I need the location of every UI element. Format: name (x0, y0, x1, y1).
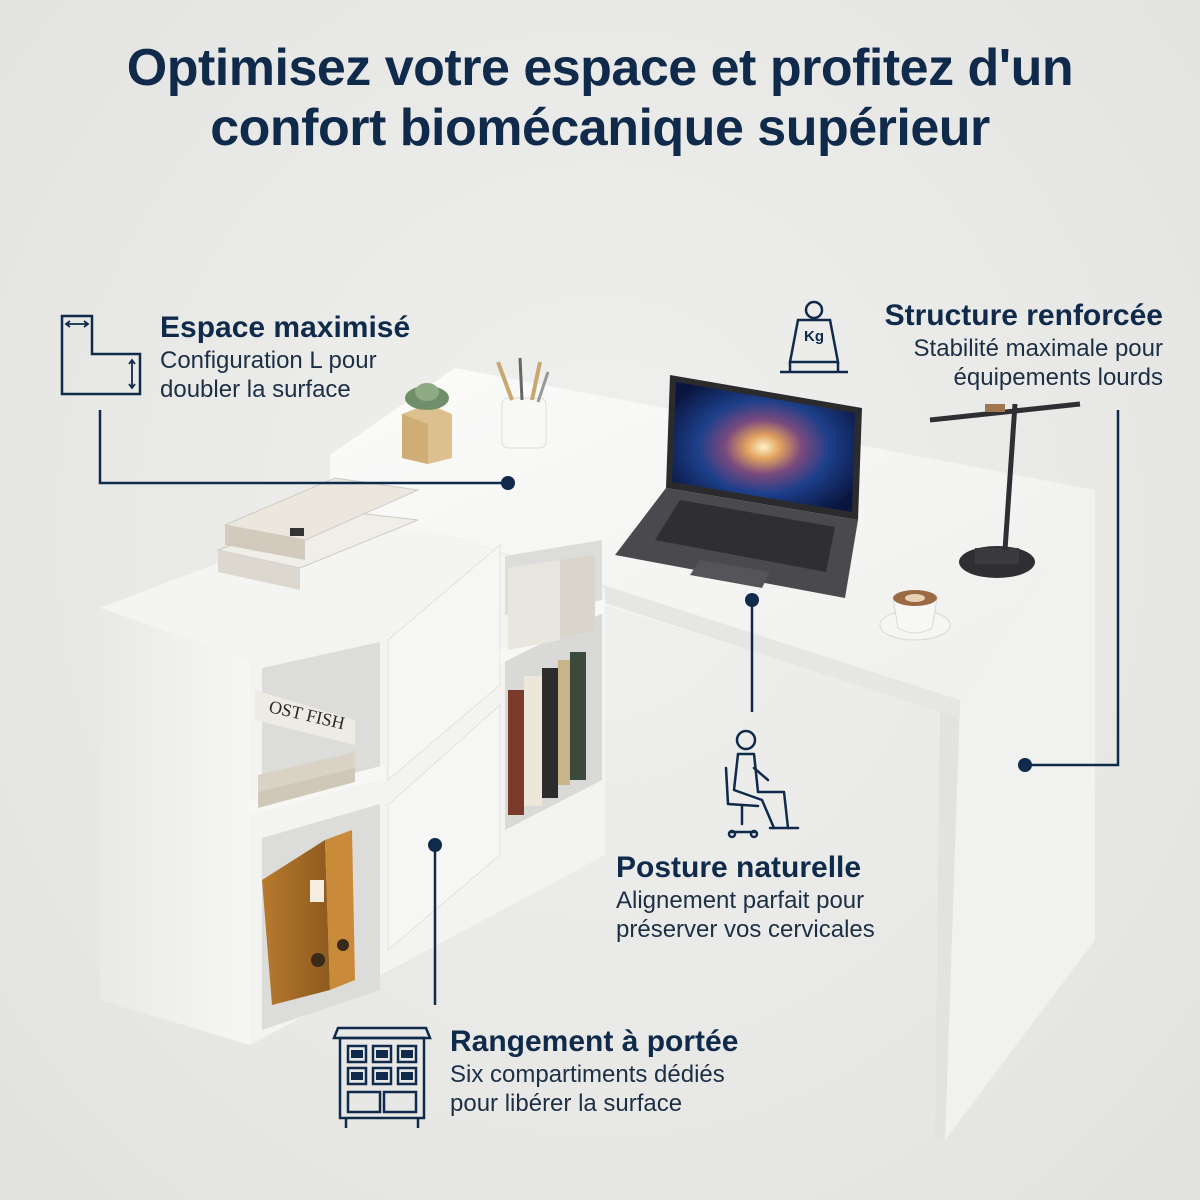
cardboard-box (508, 555, 595, 650)
leader-line-structure (1025, 410, 1120, 767)
callout-desc-line-2: préserver vos cervicales (616, 916, 875, 943)
callout-desc-line-1: Six compartiments dédiés (450, 1061, 725, 1088)
callout-title: Rangement à portée (450, 1025, 739, 1058)
callout-desc-line-1: Configuration L pour (160, 347, 377, 374)
leader-dots (428, 476, 1032, 852)
leader-line-espace (98, 410, 508, 485)
headline-line-1: Optimisez votre espace et profitez d'un (126, 39, 1074, 97)
callout-espace-maximise: Espace maximisé Configuration L pour dou… (160, 310, 410, 404)
binders (262, 830, 355, 1005)
potted-succulent (402, 383, 452, 464)
dot-structure (1018, 758, 1032, 772)
seated-person-icon (724, 729, 800, 839)
callout-rangement-a-portee: Rangement à portée Six compartiments déd… (450, 1024, 738, 1118)
callout-posture-naturelle: Posture naturelle Alignement parfait pou… (616, 850, 875, 944)
callout-desc-line-2: doubler la surface (160, 376, 351, 403)
callout-title: Posture naturelle (616, 851, 862, 884)
shelf-books (508, 652, 586, 815)
leader-lines (98, 410, 1120, 1005)
callout-desc-line-2: équipements lourds (953, 364, 1163, 391)
laptop (615, 375, 862, 598)
callout-desc-line-1: Alignement parfait pour (616, 887, 865, 914)
l-shape-icon (60, 314, 142, 396)
callout-desc-line-1: Stabilité maximale pour (913, 335, 1163, 362)
callout-title: Espace maximisé (160, 311, 411, 344)
dot-espace (501, 476, 515, 490)
dot-rangement (428, 838, 442, 852)
page-headline: Optimisez votre espace et profitez d'un … (0, 38, 1200, 158)
storage-cabinet-icon (332, 1026, 432, 1128)
callout-title: Structure renforcée (884, 299, 1163, 332)
desk-lamp (929, 401, 1081, 578)
callout-desc-line-2: pour libérer la surface (450, 1090, 683, 1117)
callout-structure-renforcee: Structure renforcée Stabilité maximale p… (885, 298, 1163, 392)
headline-line-2: confort biomécanique supérieur (210, 99, 990, 157)
book-stack (216, 477, 420, 590)
kg-label: Kg (804, 328, 824, 345)
coffee-cup (879, 590, 951, 641)
dot-posture (745, 593, 759, 607)
pen-cup (496, 357, 550, 449)
kettlebell-kg-icon: Kg (778, 298, 850, 380)
